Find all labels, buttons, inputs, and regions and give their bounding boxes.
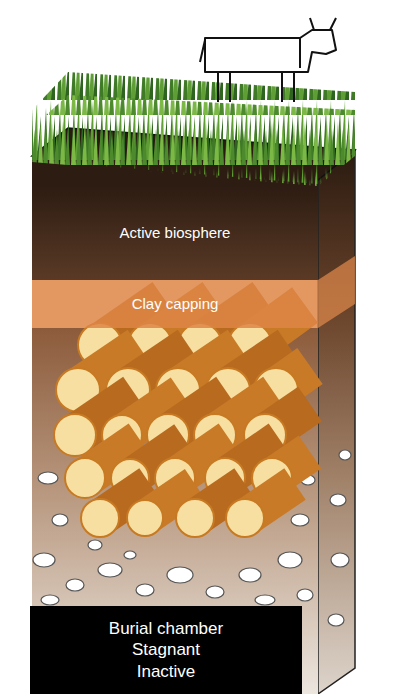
layer-label: Stagnant [132, 639, 200, 660]
layer-label: Inactive [137, 661, 196, 682]
layer-label: Active biosphere [120, 224, 231, 243]
side-face [318, 150, 355, 694]
layer-label: Clay capping [132, 295, 219, 314]
grass [32, 95, 355, 186]
cow-icon [200, 18, 336, 102]
soil-band: Active biosphere [32, 186, 318, 280]
log-pile [54, 300, 310, 537]
clay-side [318, 256, 355, 328]
gravel [33, 450, 351, 626]
soil-band: Clay capping [32, 280, 318, 328]
caption-box: Burial chamberStagnantInactive [30, 606, 302, 694]
layer-label: Burial chamber [109, 618, 223, 639]
